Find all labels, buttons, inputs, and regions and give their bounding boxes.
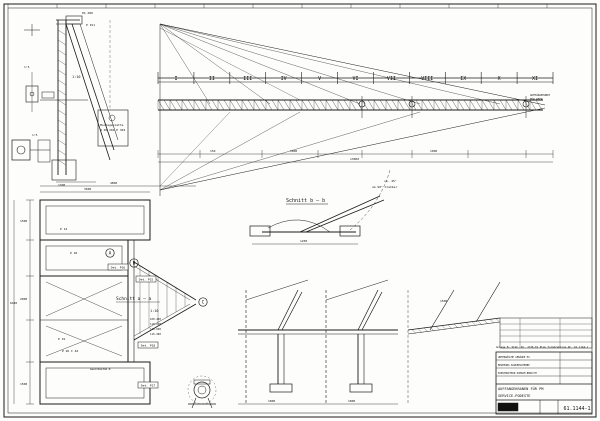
elevation-1: 1800 xyxy=(238,279,318,405)
elevation-3: 1500 xyxy=(407,281,501,404)
title-block: Anlage B. Stat. Nr. 1726.01 Plan Turmdre… xyxy=(495,345,593,415)
svg-text:1300: 1300 xyxy=(58,183,65,187)
plan-view: 1500 2000 1500 6420 3600 4800 P 18 P 19 P 26 I 4… xyxy=(10,181,197,405)
svg-text:6420: 6420 xyxy=(10,301,17,305)
title-small-2: BEGEHUNG KAUDERSCHERBE xyxy=(498,364,530,367)
bay-label-vii: VII xyxy=(387,76,396,82)
section-b-b-title: Schnitt b – b xyxy=(286,198,325,204)
svg-text:1500: 1500 xyxy=(20,382,27,386)
svg-text:1500: 1500 xyxy=(440,299,447,303)
bay-label-i: I xyxy=(174,76,177,82)
title-small-3: KONSTRUKTEUR KUPRAM BERICHT xyxy=(498,372,537,375)
svg-text:13000: 13000 xyxy=(350,157,359,161)
drawing-number: 61.1144-1 xyxy=(563,406,590,412)
bay-label-iii: III xyxy=(243,76,252,82)
bay-label-ix: IX xyxy=(460,76,466,82)
svg-text:3600: 3600 xyxy=(84,187,91,191)
marker-c: C xyxy=(202,300,205,306)
section-a-a-title: Schnitt a – a xyxy=(116,296,152,302)
detail-tag: Det. P18 xyxy=(141,344,156,348)
svg-text:PA 289: PA 289 xyxy=(82,11,93,15)
title-line-1: AUFFANGEKRANEN FÜR PM xyxy=(498,386,544,391)
svg-text:1000: 1000 xyxy=(430,149,437,153)
detail-tag: Det. P15 xyxy=(139,278,154,282)
svg-text:1800: 1800 xyxy=(268,399,275,403)
svg-text:4 PA 301 P 302: 4 PA 301 P 302 xyxy=(100,128,125,132)
svg-text:4800: 4800 xyxy=(110,181,117,185)
elevation-2: 1800 xyxy=(318,279,398,405)
svg-text:1:10: 1:10 xyxy=(72,75,80,79)
svg-text:1:5: 1:5 xyxy=(32,133,38,137)
svg-text:1000: 1000 xyxy=(290,149,297,153)
marker-a: A xyxy=(109,251,112,257)
svg-text:um 90° drehbar: um 90° drehbar xyxy=(372,185,397,189)
svg-text:P 151: P 151 xyxy=(86,23,95,27)
marker-b: B xyxy=(133,261,136,267)
title-small-1: UNTERWÄSCHE GEBÄUDE HS xyxy=(498,356,530,359)
bay-label-v: V xyxy=(318,76,321,82)
svg-text:1250: 1250 xyxy=(300,239,307,243)
svg-text:Gewindestab Ø: Gewindestab Ø xyxy=(90,366,111,371)
svg-text:118.200: 118.200 xyxy=(150,322,161,326)
reference-note: Anlage B. Stat. Nr. 1726.01 Plan Turmdre… xyxy=(496,345,589,349)
svg-text:P 18: P 18 xyxy=(70,251,77,255)
svg-text:116.400: 116.400 xyxy=(150,332,161,336)
bay-label-vi: VI xyxy=(352,76,358,82)
detail-tag: Det. P16 xyxy=(111,266,126,270)
small-details: 1:5 1:5 xyxy=(11,24,55,163)
sheet-label: Bau Ing. AG xyxy=(498,406,518,410)
scale-label: 1:10 xyxy=(150,309,158,313)
bay-label-xi: XI xyxy=(532,76,538,82)
svg-text:P 19: P 19 xyxy=(58,337,65,341)
bay-label-ii: II xyxy=(209,76,215,82)
svg-text:108.400: 108.400 xyxy=(150,317,161,321)
detail-tag: Det. P17 xyxy=(141,384,156,388)
svg-text:2000: 2000 xyxy=(20,297,27,301)
bay-label-viii: VIII xyxy=(421,76,433,82)
svg-text:P 14: P 14 xyxy=(60,227,67,231)
svg-text:Montageplatte: Montageplatte xyxy=(100,123,124,127)
svg-text:P 26 I 46: P 26 I 46 xyxy=(62,349,78,353)
revision-table xyxy=(499,317,593,349)
bay-label-x: X xyxy=(498,76,501,82)
svg-text:116.600: 116.600 xyxy=(150,327,161,331)
svg-text:1:5: 1:5 xyxy=(24,65,30,69)
svg-text:150: 150 xyxy=(210,149,216,153)
section-markers: A B C xyxy=(105,248,208,307)
svg-text:1500: 1500 xyxy=(20,219,27,223)
svg-text:1800: 1800 xyxy=(348,399,355,403)
slewing-detail xyxy=(187,375,217,409)
svg-text:FÜR REEP: FÜR REEP xyxy=(530,96,543,101)
title-line-2: SERVICE-PODESTE xyxy=(498,394,530,398)
svg-text:ca. 45°: ca. 45° xyxy=(384,179,397,183)
sheet-border xyxy=(3,3,597,418)
svg-text:AUFHÄNGEPUNKT: AUFHÄNGEPUNKT xyxy=(530,92,551,97)
section-b-b: Schnitt b – b um 90° drehbar ca. 45° 1250 xyxy=(249,169,397,245)
bay-label-iv: IV xyxy=(281,76,287,82)
